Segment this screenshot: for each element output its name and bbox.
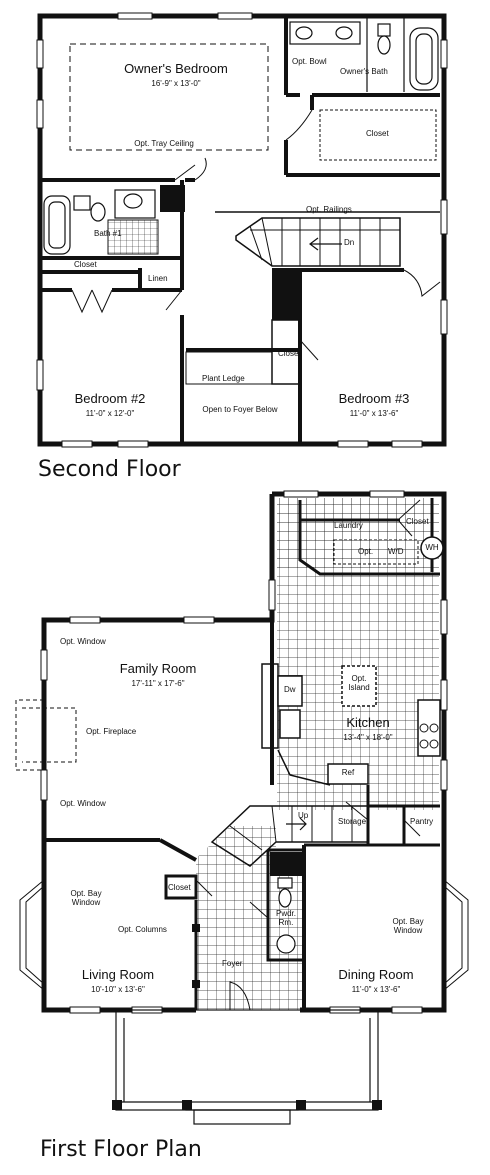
bedroom2-closet-doors: [71, 289, 113, 314]
foyer-closet: [164, 874, 198, 900]
stairs-down-label: Dn: [344, 238, 355, 247]
foyer-closet-door: [195, 879, 213, 897]
bedroom2-dims: 11'-0" x 12'-0": [85, 409, 135, 418]
powder-room-door: [249, 901, 269, 919]
foyer-label: Foyer: [222, 959, 243, 968]
cooktop-burners: [419, 723, 439, 749]
water-heater: [420, 536, 444, 560]
washer-dryer-label: W/D: [388, 547, 404, 556]
front-porch: [115, 1009, 379, 1125]
opt-columns-label: Opt. Columns: [118, 925, 167, 934]
owner-closet-door-swing: [285, 109, 313, 141]
tray-ceiling-outline: [69, 43, 269, 151]
living-room-label: Living Room: [81, 967, 155, 982]
dining-room-dims: 11'-0" x 13'-6": [351, 985, 401, 994]
bath1-fixtures: [43, 189, 156, 255]
first-floor-title: First Floor Plan: [40, 1137, 202, 1162]
pantry-label: Pantry: [410, 817, 434, 826]
bath1-walls: [40, 180, 184, 292]
open-to-foyer-label: Open to Foyer Below: [202, 405, 278, 414]
owners-bedroom-dims: 16'-9" x 13'-0": [151, 79, 201, 88]
storage-door: [345, 801, 421, 837]
second-floor-windows: [36, 12, 448, 448]
laundry-tile-floor: [277, 498, 439, 568]
bath1-tile-floor: [107, 219, 159, 255]
bay-windows: [19, 879, 469, 991]
laundry-label: Laundry: [334, 521, 363, 530]
bedroom2-label: Bedroom #2: [74, 391, 146, 406]
stairs-up-label: Up: [298, 811, 309, 820]
storage-pantry-walls: [304, 785, 440, 847]
bedroom3-label: Bedroom #3: [338, 391, 410, 406]
first-floor-stairs: [210, 805, 369, 867]
opt-fireplace-label: Opt. Fireplace: [86, 727, 137, 736]
foyer-closet-label: Closet: [168, 883, 191, 892]
powder-room-dark-wall: [270, 852, 304, 876]
opt-bowl-label: Opt. Bowl: [292, 57, 327, 66]
powder-room-fixtures: [276, 877, 296, 954]
plant-ledge-label: Plant Ledge: [202, 374, 245, 383]
opt-window-top-label: Opt. Window: [60, 637, 106, 646]
kitchen-label: Kitchen: [346, 715, 390, 730]
linen-label: Linen: [148, 274, 168, 283]
dining-room-label: Dining Room: [338, 967, 414, 982]
opt-bay-window-right-label: Opt. Bay Window: [392, 917, 424, 935]
second-floor-title: Second Floor: [38, 457, 181, 482]
fireplace-outline: [15, 699, 77, 771]
opt-bay-window-left-label: Opt. Bay Window: [70, 889, 102, 907]
front-door-swing: [229, 981, 251, 1011]
bedroom3-door: [403, 269, 441, 297]
owners-closet-label: Closet: [366, 129, 389, 138]
bedroom3-dark-wall: [272, 270, 302, 320]
water-heater-label: WH: [425, 543, 439, 552]
second-floor-plan: [36, 12, 448, 448]
bath1-black-corner: [160, 185, 185, 212]
laundry-opt-label: Opt.: [358, 547, 374, 556]
columns: [192, 924, 200, 988]
bedroom3-closet-door: [299, 339, 319, 361]
owners-bedroom-label: Owner's Bedroom: [124, 61, 228, 76]
owners-closet-outline: [319, 109, 437, 161]
storage-label: Storage: [338, 817, 367, 826]
porch-posts: [112, 1100, 382, 1110]
bedroom3-closet-label: Closet: [278, 349, 301, 358]
bedroom3-dims: 11'-0" x 13'-6": [349, 409, 399, 418]
laundry-closet-door: [397, 499, 421, 537]
laundry-wd-outline: [333, 539, 419, 565]
hall-closet-label: Closet: [74, 260, 97, 269]
second-floor-stairs: [235, 217, 401, 267]
plant-ledge: [185, 351, 273, 385]
refrigerator-label: Ref: [341, 768, 355, 777]
family-room-walls: [44, 620, 274, 862]
opt-window-bottom-label: Opt. Window: [60, 799, 106, 808]
kitchen-counter-line: [277, 749, 331, 786]
first-floor-plan: [15, 490, 469, 1125]
kitchen-dims: 13'-4" x 18'-0": [343, 733, 393, 742]
opt-island-label: Opt. Island: [348, 674, 370, 692]
owners-bath-label: Owner's Bath: [340, 67, 388, 76]
dishwasher-label: Dw: [284, 685, 296, 694]
family-room-dims: 17'-11" x 17'-6": [131, 679, 185, 688]
bedroom2-door: [165, 289, 183, 311]
owners-bedroom-door: [174, 157, 207, 181]
bath1-label: Bath #1: [94, 229, 122, 238]
family-room-label: Family Room: [119, 661, 197, 676]
opt-tray-ceiling-label: Opt. Tray Ceiling: [134, 139, 194, 148]
owners-bedroom-walls: [40, 18, 440, 182]
powder-room-label: Pwdr. Rm.: [275, 909, 296, 927]
opt-railings-label: Opt. Railings: [306, 205, 352, 214]
living-room-dims: 10'-10" x 13'-6": [91, 985, 145, 994]
laundry-closet-label: Closet: [406, 517, 429, 526]
owners-bath-fixtures: [289, 18, 439, 92]
